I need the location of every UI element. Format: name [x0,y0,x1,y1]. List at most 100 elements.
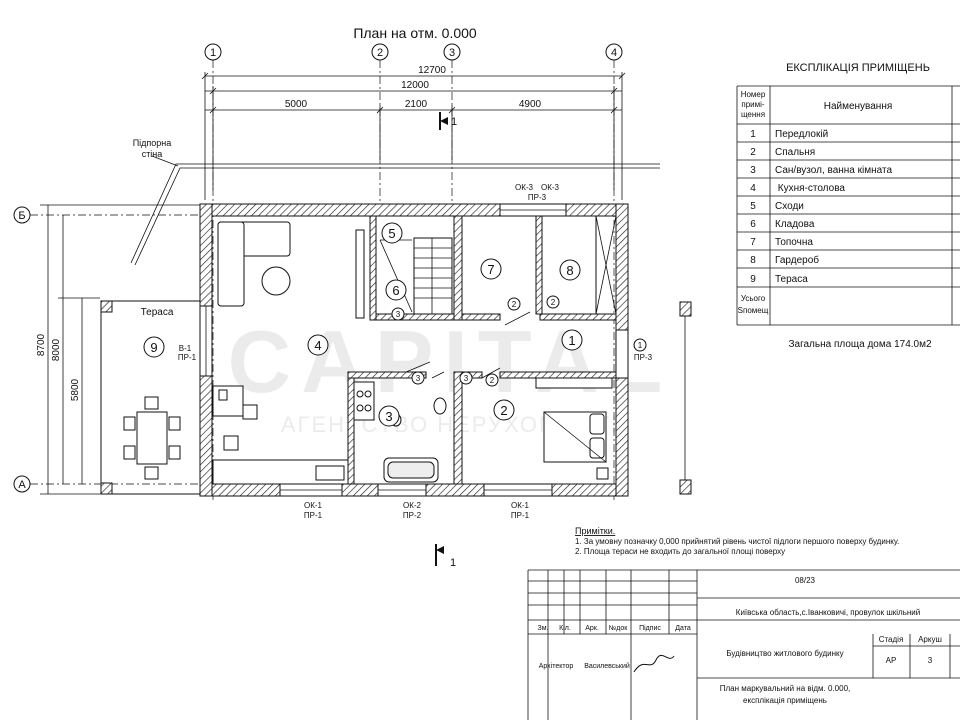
row-num: 6 [750,219,756,230]
plan-title: План на отм. 0.000 [353,25,477,41]
row-name: Сан/вузол, ванна кімната [775,165,892,176]
row-num: 1 [750,129,756,140]
dim-5000: 5000 [285,99,308,110]
label-pr1-right: ПР-1 [511,511,530,520]
axis-2-bubble [371,43,389,61]
room-number-6: 6 [392,283,399,298]
note-2: 2. Площа тераси не входить до загальної … [575,547,785,556]
row-num: 7 [750,237,756,248]
label-ok1-left: ОК-1 [304,501,323,510]
total-label-1: Усього [741,294,766,303]
notes-heading: Примітки. [575,526,615,536]
row-name: Передлокій [775,129,828,140]
right-post-bottom [679,479,692,495]
door-mark-1: 2 [512,300,517,309]
retaining-wall-label-1: Підпорна [133,138,172,148]
label-pr3-right: ПР-3 [634,353,653,362]
notes: Примітки. 1. За умовну позначку 0,000 пр… [575,526,899,556]
dim-4900: 4900 [519,99,542,110]
row-num: 8 [750,255,756,266]
sheet-value: 3 [928,656,933,665]
sink [433,397,447,415]
axis-A-label: А [18,479,26,491]
row-name: Гардероб [775,254,819,266]
axis-1-label: 1 [210,47,216,59]
door-marks: 2 2 3 1 3 3 2 [391,295,647,387]
room-number-5: 5 [388,226,395,241]
header-name: Найменування [824,101,893,112]
signature [633,654,675,673]
label-ok2: ОК-2 [403,501,422,510]
dim-8700: 8700 [36,333,47,356]
tb-header-data: Дата [675,625,691,632]
axis-4-label: 4 [611,47,617,59]
dim-8000: 8000 [51,338,62,361]
room-number-2: 2 [500,403,507,418]
stairs [379,237,453,315]
door-mark-2: 2 [551,298,556,307]
row-name: Спальня [775,147,815,158]
section-mark-bottom-label: 1 [450,557,456,569]
tb-header-ndok: №док [609,625,628,632]
axis-2-label: 2 [377,47,383,59]
room-number-7: 7 [487,262,494,277]
axis-markers-top: 1 2 3 4 [204,43,623,500]
architect-name: Василевський [584,662,630,670]
label-ok3-a: ОК-3 [515,183,534,192]
axis-1-bubble [204,43,222,61]
label-ok1-right: ОК-1 [511,501,530,510]
terrace: Тераса В-1 ПР-1 [100,300,206,495]
dim-12700: 12700 [418,65,446,76]
door-swings [405,311,531,379]
label-pr3-top: ПР-3 [528,193,547,202]
drawing-name-1: План маркувальний на відм. 0.000, [720,684,851,693]
retaining-wall: Підпорна стіна [130,138,660,266]
project-address: Київська область,с.Іванковичі, провулок … [736,608,920,617]
row-num: 2 [750,147,756,158]
interior-walls [347,215,617,485]
room-number-3: 3 [385,409,392,424]
tb-header-pidpys: Підпис [639,624,661,632]
stove [353,381,375,421]
architect-role: Архітектор [539,662,574,670]
door-mark-6: 3 [464,374,469,383]
watermark-logo: CAPITAL [228,312,673,411]
axis-3-bubble [443,43,461,61]
tb-header-kil: Кіл. [559,624,571,632]
row-name: Тераса [775,274,808,285]
room-number-1: 1 [568,333,575,348]
title-block: 08/23 Київська область,с.Іванковичі, про… [527,569,960,720]
furniture [212,221,613,485]
coffee-table [261,266,291,296]
header-num-1: Номер [741,90,766,99]
total-label-2: Sпомещ [738,306,769,315]
stage-label: Стадія [879,635,904,644]
dim-2100: 2100 [405,99,428,110]
axis-4-bubble [605,43,623,61]
dimension-lines-horizontal: 12700 12000 5000 2100 4900 [201,65,626,200]
row-num: 9 [750,274,756,285]
label-pr2: ПР-2 [403,511,422,520]
row-name: Сходи [775,201,804,212]
stage-value: АР [886,656,897,665]
sheet-label: Аркуш [918,635,942,644]
note-1: 1. За умовну позначку 0,000 прийнятий рі… [575,537,899,546]
door-mark-7: 2 [490,376,495,385]
row-num: 5 [750,201,756,212]
row-name: Кладова [775,219,815,230]
terrace-door-v1: В-1 [179,344,192,353]
row-num: 3 [750,165,756,176]
retaining-wall-label-2: стіна [142,149,163,159]
header-num-2: примі- [741,100,765,109]
header-num-3: щення [741,110,765,119]
row-name: Топочна [775,237,813,248]
total-area: Загальна площа дома 174.0м2 [788,339,932,350]
tb-header-ark: Арк. [585,625,599,632]
section-mark-top: 1 [439,112,457,130]
right-post-top [679,301,692,317]
axis-B-label: Б [18,210,25,222]
label-ok3-b: ОК-3 [541,183,560,192]
door-mark-3: 3 [396,310,401,319]
door-mark-5: 3 [416,374,421,383]
axis-markers-left: Б А 8700 8000 5800 [13,204,210,495]
